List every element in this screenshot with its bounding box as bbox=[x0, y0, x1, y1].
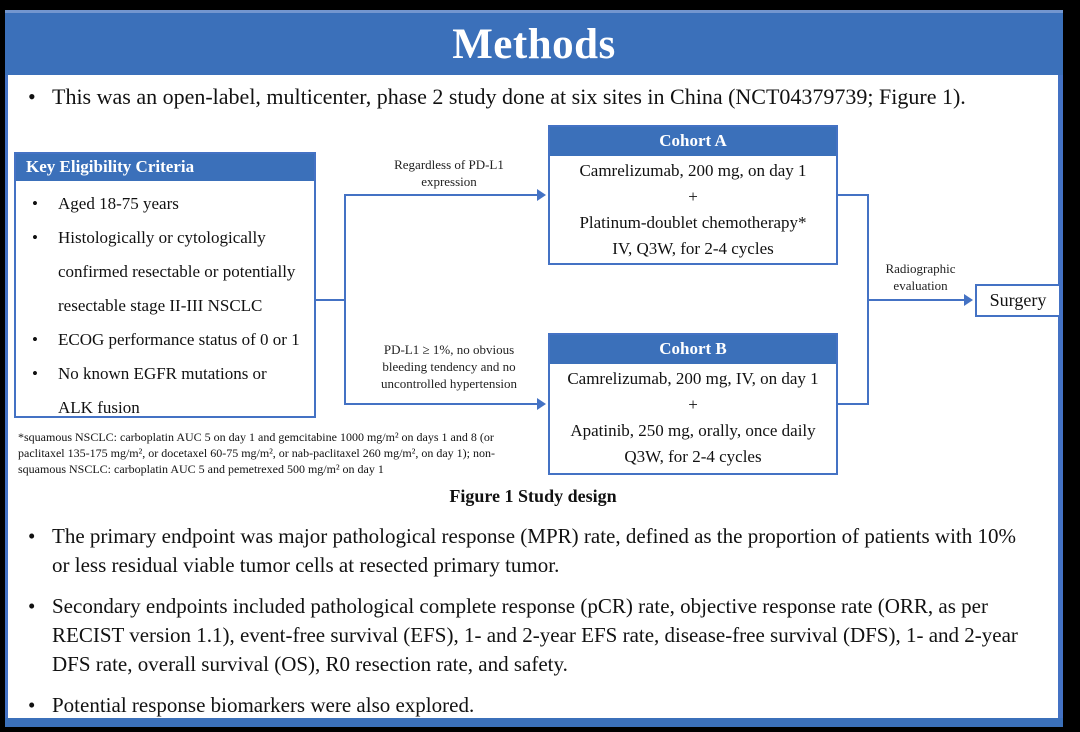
intro-bullet-text: This was an open-label, multicenter, pha… bbox=[52, 84, 966, 109]
eligibility-item: No known EGFR mutations or bbox=[16, 357, 314, 391]
connector-branch-vertical bbox=[344, 194, 346, 405]
eligibility-item-continued: ALK fusion bbox=[58, 398, 140, 417]
branch-a-label: Regardless of PD-L1 expression bbox=[364, 156, 534, 190]
surgery-label: Surgery bbox=[989, 290, 1047, 310]
study-design-figure: Key Eligibility Criteria Aged 18-75 year… bbox=[8, 115, 1061, 512]
bullet-primary-endpoint: The primary endpoint was major pathologi… bbox=[22, 522, 1044, 580]
cohort-a-body: Camrelizumab, 200 mg, on day 1 + Platinu… bbox=[550, 156, 836, 262]
cohort-b-line: Apatinib, 250 mg, orally, once daily bbox=[570, 421, 816, 440]
slide-frame: Methods • This was an open-label, multice… bbox=[5, 10, 1063, 727]
bullet-secondary-endpoints: Secondary endpoints included pathologica… bbox=[22, 592, 1044, 679]
arrow-right-icon bbox=[537, 189, 546, 201]
connector-merge-vertical bbox=[867, 194, 869, 405]
footnote-line: *squamous NSCLC: carboplatin AUC 5 on da… bbox=[18, 430, 494, 444]
connector-cohort-a-out bbox=[838, 194, 869, 196]
connector-to-surgery bbox=[869, 299, 965, 301]
eligibility-item-continued: resectable stage II-III NSCLC bbox=[58, 296, 263, 315]
page-title: Methods bbox=[452, 20, 616, 68]
eligibility-box: Key Eligibility Criteria Aged 18-75 year… bbox=[14, 152, 316, 418]
branch-b-label-line: bleeding tendency and no bbox=[382, 359, 516, 374]
cohort-b-body: Camrelizumab, 200 mg, IV, on day 1 + Apa… bbox=[550, 364, 836, 470]
cohort-a-line: + bbox=[688, 187, 698, 206]
footnote-line: paclitaxel 135-175 mg/m², or docetaxel 6… bbox=[18, 446, 496, 460]
figure-footnote: *squamous NSCLC: carboplatin AUC 5 on da… bbox=[18, 429, 495, 477]
endpoint-bullets: The primary endpoint was major pathologi… bbox=[8, 512, 1058, 732]
branch-b-label-line: uncontrolled hypertension bbox=[380, 376, 518, 391]
figure-caption: Figure 1 Study design bbox=[449, 486, 617, 506]
cohort-b-box: Cohort B Camrelizumab, 200 mg, IV, on da… bbox=[548, 333, 838, 475]
eligibility-item: Aged 18-75 years bbox=[16, 187, 314, 221]
cohort-a-header: Cohort A bbox=[550, 127, 836, 156]
eligibility-body: Aged 18-75 years Histologically or cytol… bbox=[16, 181, 314, 425]
footnote-line: squamous NSCLC: carboplatin AUC 5 and pe… bbox=[18, 462, 384, 476]
cohort-a-line: Camrelizumab, 200 mg, on day 1 bbox=[579, 161, 807, 180]
connector-cohort-b-out bbox=[838, 403, 869, 405]
surgery-box: Surgery bbox=[975, 284, 1061, 317]
cohort-b-line: Q3W, for 2-4 cycles bbox=[624, 447, 762, 466]
evaluation-label: Radiographic evaluation bbox=[863, 260, 978, 294]
content-area: • This was an open-label, multicenter, ph… bbox=[5, 75, 1063, 720]
bottom-accent-bar bbox=[5, 718, 1063, 727]
title-bar: Methods bbox=[5, 10, 1063, 75]
branch-b-label: PD-L1 ≥ 1%, no obvious bleeding tendency… bbox=[359, 341, 539, 392]
cohort-a-line: IV, Q3W, for 2-4 cycles bbox=[612, 239, 774, 258]
cohort-b-line: Camrelizumab, 200 mg, IV, on day 1 bbox=[567, 369, 819, 388]
intro-bullet: • This was an open-label, multicenter, ph… bbox=[8, 75, 1058, 110]
branch-b-label-line: PD-L1 ≥ 1%, no obvious bbox=[383, 342, 515, 357]
evaluation-label-line: evaluation bbox=[893, 278, 948, 293]
branch-a-label-line: Regardless of PD-L1 bbox=[394, 157, 504, 172]
connector-eligibility-out bbox=[316, 299, 346, 301]
connector-to-cohort-a bbox=[346, 194, 538, 196]
cohort-b-line: + bbox=[688, 395, 698, 414]
eligibility-item-continued: confirmed resectable or potentially bbox=[58, 262, 296, 281]
branch-a-label-line: expression bbox=[421, 174, 477, 189]
eligibility-item: Histologically or cytologically bbox=[16, 221, 314, 255]
arrow-right-icon bbox=[537, 398, 546, 410]
eligibility-item: ECOG performance status of 0 or 1 bbox=[16, 323, 314, 357]
arrow-right-icon bbox=[964, 294, 973, 306]
cohort-a-box: Cohort A Camrelizumab, 200 mg, on day 1 … bbox=[548, 125, 838, 265]
cohort-b-header: Cohort B bbox=[550, 335, 836, 364]
bullet-biomarkers: Potential response biomarkers were also … bbox=[22, 691, 1044, 720]
connector-to-cohort-b bbox=[346, 403, 538, 405]
bullet-marker: • bbox=[28, 84, 36, 109]
cohort-a-line: Platinum-doublet chemotherapy* bbox=[579, 213, 807, 232]
eligibility-header: Key Eligibility Criteria bbox=[16, 154, 314, 181]
evaluation-label-line: Radiographic bbox=[885, 261, 956, 276]
